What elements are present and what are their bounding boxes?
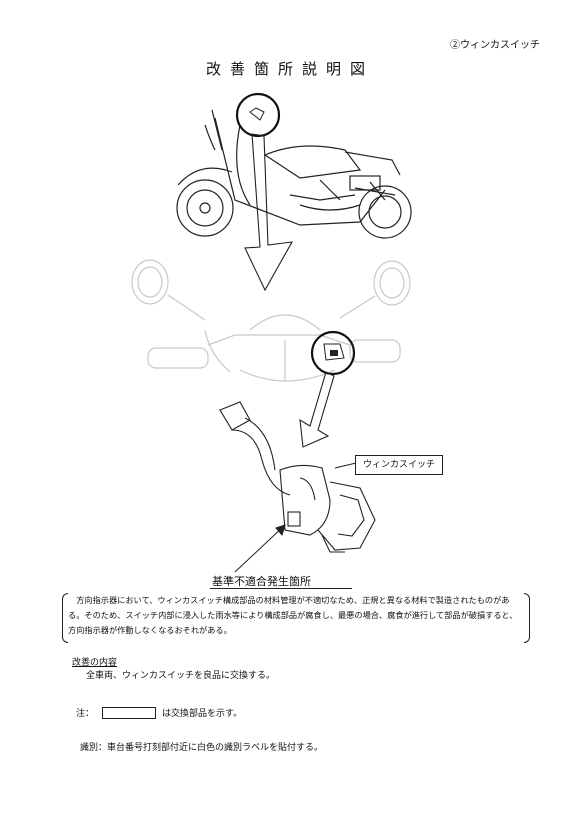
nonconformity-arrow <box>234 524 286 573</box>
bracket-right <box>524 593 530 643</box>
description-text: 方向指示器において、ウィンカスイッチ構成部品の材料管理が不適切なため、正規と異な… <box>68 595 518 635</box>
winker-switch-callout: ウィンカスイッチ <box>355 455 443 475</box>
page-label: ②ウィンカスイッチ <box>450 40 540 51</box>
note-prefix: 注： <box>76 709 95 719</box>
remedy-heading: 改善の内容 <box>72 658 118 668</box>
handlebar-illustration <box>131 259 411 382</box>
scooter-illustration <box>176 109 412 239</box>
winker-switch-illustration <box>219 401 376 553</box>
note-row: 注： は交換部品を示す。 <box>76 706 242 719</box>
detail-circle-top <box>235 92 281 138</box>
replacement-part-box <box>102 706 157 719</box>
bracket-left <box>62 593 68 643</box>
small-arrow <box>299 371 335 448</box>
nonconformity-label: 基準不適合発生箇所 <box>212 575 311 588</box>
description-box: 方向指示器において、ウィンカスイッチ構成部品の材料管理が不適切なため、正規と異な… <box>62 593 530 643</box>
detail-circle-mid <box>310 330 356 376</box>
identification-text: 識別：車台番号打刻部付近に白色の識別ラベルを貼付する。 <box>80 743 324 753</box>
remedy-text: 全車両、ウィンカスイッチを良品に交換する。 <box>86 671 276 681</box>
note-suffix: は交換部品を示す。 <box>162 709 243 719</box>
scooter-figure <box>131 92 412 573</box>
nonconformity-underline <box>210 588 352 589</box>
page-title: 改善箇所説明図 <box>205 60 374 78</box>
large-arrow <box>244 133 294 292</box>
